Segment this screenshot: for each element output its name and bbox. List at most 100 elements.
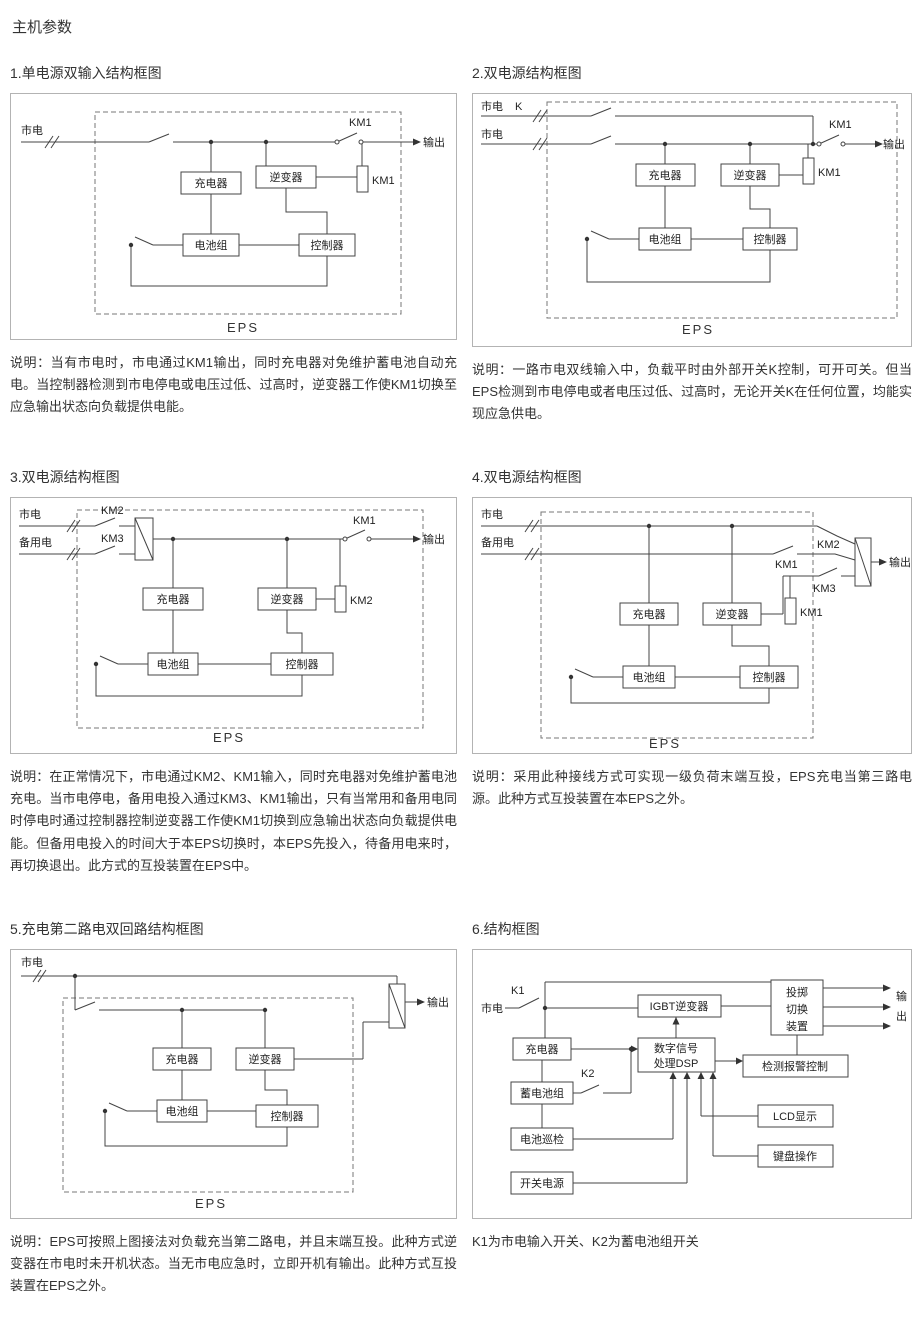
km1-coil-label: KM1 xyxy=(818,167,841,179)
mains-label: 市电 xyxy=(21,123,43,137)
output-arrow xyxy=(875,140,883,148)
battery-label: 蓄电池组 xyxy=(520,1086,564,1100)
output-label-2: 出 xyxy=(896,1009,907,1023)
eps-label: EPS xyxy=(682,322,714,337)
controller-box xyxy=(739,665,799,689)
mains-label: 市电 xyxy=(481,1001,503,1015)
output-arrow xyxy=(413,535,421,543)
km2-switch-label: KM2 xyxy=(817,539,840,551)
km1-coil-label: KM1 xyxy=(372,175,395,187)
km3-switch-label: KM3 xyxy=(813,583,836,595)
dsp-box xyxy=(637,1037,716,1073)
output-label: 输出 xyxy=(889,555,911,569)
km1-switch-label: KM1 xyxy=(829,119,852,131)
section-5: 5.充电第二路电双回路结构框图 xyxy=(10,919,457,1297)
page: 主机参数 1.单电源双输入结构框图 xyxy=(10,19,912,1297)
eps-boundary xyxy=(546,101,898,319)
output-arrow xyxy=(413,138,421,146)
diagram-5: 市电 输出 充电器 逆变器 电池组 控制器 EPS xyxy=(10,948,457,1219)
battery-box xyxy=(182,233,240,257)
mains-label-1: 市电 xyxy=(481,99,503,113)
controller-label: 控制器 xyxy=(753,670,786,684)
battery-box xyxy=(622,665,676,689)
km1-switch-label: KM1 xyxy=(353,515,376,527)
inverter-label: 逆变器 xyxy=(270,170,303,184)
switch-power-label: 开关电源 xyxy=(520,1176,564,1190)
backup-label: 备用电 xyxy=(19,535,52,549)
igbt-inverter-box xyxy=(637,994,722,1018)
mains-label: 市电 xyxy=(21,955,43,969)
inverter-label: 逆变器 xyxy=(249,1052,282,1066)
controller-box xyxy=(298,233,356,257)
eps-boundary xyxy=(94,111,402,315)
diagram-3: 市电 KM2 备用电 KM3 KM1 输出 充电器 逆变器 电池组 控制器 KM… xyxy=(10,497,457,755)
d4-wiring xyxy=(481,520,879,704)
inverter-box xyxy=(257,587,317,611)
charger-label: 充电器 xyxy=(649,168,682,182)
controller-label: 控制器 xyxy=(754,232,787,246)
dsp-label-1: 数字信号 xyxy=(654,1041,698,1055)
controller-label: 控制器 xyxy=(271,1109,304,1123)
alarm-control-label: 检测报警控制 xyxy=(762,1059,828,1073)
battery-inspect-box xyxy=(510,1127,574,1151)
eps-boundary xyxy=(62,997,354,1193)
keyboard-box xyxy=(757,1144,834,1168)
eps-label: EPS xyxy=(213,730,245,745)
d3-wiring xyxy=(19,517,413,697)
battery-box xyxy=(510,1081,574,1105)
section-6: 6.结构框图 xyxy=(472,919,912,1297)
alarm-control-box xyxy=(742,1054,849,1078)
section-6-title: 6.结构框图 xyxy=(472,920,540,937)
section-4-desc: 说明：采用此种接线方式可实现一级负荷末端互投，EPS充电当第三路电源。此种方式互… xyxy=(472,769,912,807)
k1-switch-label: K1 xyxy=(511,985,524,997)
controller-box xyxy=(270,652,334,676)
output-label: 输出 xyxy=(423,135,445,149)
d1-wiring xyxy=(21,132,413,287)
charger-box xyxy=(152,1047,212,1071)
battery-label: 电池组 xyxy=(166,1104,199,1118)
mains-label: 市电 xyxy=(481,507,503,521)
output-label: 输出 xyxy=(883,137,905,151)
km1-switch-label: KM1 xyxy=(775,559,798,571)
d6-wiring xyxy=(505,981,883,1184)
output-label: 输出 xyxy=(423,532,445,546)
lcd-box xyxy=(757,1104,834,1128)
output-label-1: 输 xyxy=(896,989,907,1003)
diagram-3-svg: 市电 KM2 备用电 KM3 KM1 输出 充电器 逆变器 电池组 控制器 KM… xyxy=(19,505,445,745)
charger-box xyxy=(180,171,242,195)
km1-switch-label: KM1 xyxy=(349,117,372,129)
transfer-label-2: 切换 xyxy=(786,1002,808,1016)
switch-power-box xyxy=(510,1171,574,1195)
km1-coil xyxy=(784,597,797,625)
section-5-title: 5.充电第二路电双回路结构框图 xyxy=(10,920,204,937)
diagram-6-svg: K1 市电 IGBT逆变器 投掷 切换 装置 输 出 数字信号 处理DSP 检测… xyxy=(481,979,907,1195)
lcd-label: LCD显示 xyxy=(773,1110,817,1123)
km2-coil xyxy=(334,585,347,613)
battery-label: 电池组 xyxy=(195,238,228,252)
battery-inspect-label: 电池巡检 xyxy=(520,1132,564,1146)
eps-boundary xyxy=(540,511,814,739)
charger-label: 充电器 xyxy=(166,1052,199,1066)
diagram-5-svg: 市电 输出 充电器 逆变器 电池组 控制器 EPS xyxy=(21,955,449,1211)
section-5-desc: 说明：EPS可按照上图接法对负载充当第二路电，并且末端互投。此种方式逆变器在市电… xyxy=(10,1233,457,1293)
backup-label: 备用电 xyxy=(481,535,514,549)
diagram-4-svg: 市电 备用电 KM2 KM1 KM3 输出 充电器 逆变器 电池组 控制器 KM… xyxy=(481,507,911,751)
km3-switch-label: KM3 xyxy=(101,533,124,545)
output-arrow xyxy=(417,998,425,1006)
battery-label: 电池组 xyxy=(633,670,666,684)
section-3-title: 3.双电源结构框图 xyxy=(10,469,120,486)
section-1: 1.单电源双输入结构框图 xyxy=(10,63,457,425)
section-4-title: 4.双电源结构框图 xyxy=(472,469,582,486)
diagram-1-svg: 市电 KM1 输出 充电器 逆变器 电池组 控制器 KM1 EPS xyxy=(21,111,445,335)
controller-box xyxy=(255,1104,319,1128)
eps-boundary xyxy=(76,509,424,729)
charger-label: 充电器 xyxy=(526,1042,559,1056)
transfer-label-1: 投掷 xyxy=(786,985,808,999)
inverter-box xyxy=(255,165,317,189)
keyboard-label: 键盘操作 xyxy=(773,1149,817,1163)
km2-switch-label: KM2 xyxy=(101,505,124,517)
controller-label: 控制器 xyxy=(311,238,344,252)
charger-box xyxy=(635,163,696,187)
d5-wiring xyxy=(21,969,417,1147)
section-4: 4.双电源结构框图 xyxy=(472,467,912,876)
